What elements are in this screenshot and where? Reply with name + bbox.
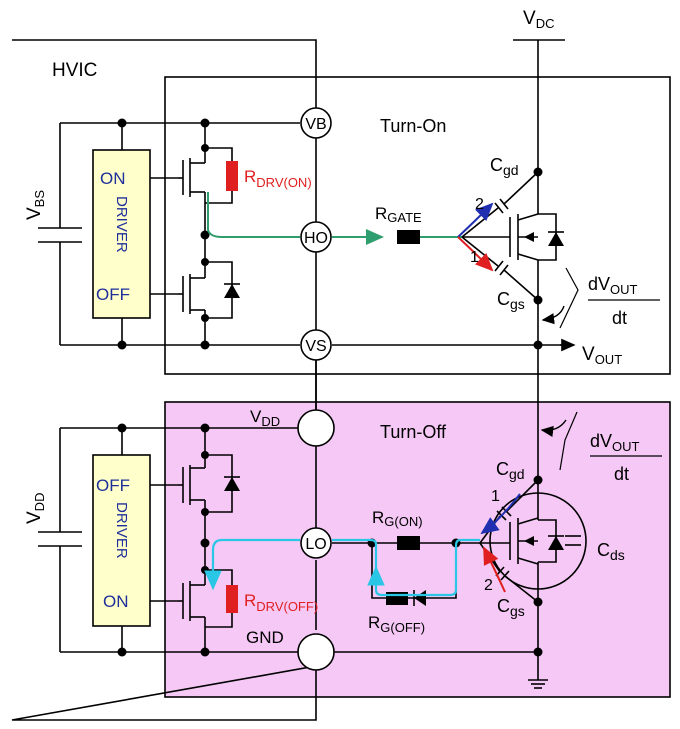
- bottom-driver-box: [92, 454, 151, 627]
- rgate-label: RGATE: [375, 204, 422, 225]
- bottom-driver-label: DRIVER: [113, 502, 130, 559]
- pin-vb-label: VB: [305, 116, 326, 133]
- pin-gnd: [297, 633, 335, 671]
- pin-vdd: [297, 409, 335, 447]
- cgd-bottom-label: Cgd: [496, 459, 525, 482]
- turn-off-label: Turn-Off: [380, 422, 447, 442]
- top-driver-off: OFF: [96, 285, 130, 304]
- bottom-path-2: 2: [484, 577, 493, 594]
- bottom-driver-off: OFF: [96, 476, 130, 495]
- rdrv-on-label: RDRV(ON): [244, 167, 312, 190]
- pin-ho: [300, 221, 332, 253]
- rdrv-on-resistor: [226, 161, 238, 191]
- pin-lo: [300, 527, 332, 559]
- rg-off-label: RG(OFF): [368, 613, 425, 635]
- cgd-top-label: Cgd: [490, 155, 519, 178]
- bottom-driver-on: ON: [103, 592, 129, 611]
- rdrv-off-label: RDRV(OFF): [244, 591, 318, 614]
- turn-on-current-path: [207, 192, 300, 238]
- dt-bottom-label: dt: [614, 464, 629, 484]
- top-driver-label: DRIVER: [113, 196, 130, 253]
- turn-off-current-path: [332, 538, 480, 597]
- vout-label: VOUT: [582, 344, 622, 367]
- pin-lo-label: LO: [305, 536, 326, 553]
- rg-on-label: RG(ON): [372, 508, 423, 529]
- cgs-top-label: Cgs: [497, 289, 525, 312]
- dvout-top-label: dVOUT: [588, 274, 638, 297]
- vbs-label: VBS: [24, 190, 47, 220]
- pin-ho-label: HO: [304, 230, 328, 247]
- pin-gnd-label: GND: [246, 628, 284, 647]
- turn-on-region: [164, 76, 671, 375]
- vdd-side-label: VDD: [24, 493, 47, 524]
- rg-on-resistor: [397, 536, 420, 550]
- dvout-bottom-label: dVOUT: [590, 431, 640, 454]
- cds-label: Cds: [597, 540, 625, 563]
- dt-top-label: dt: [612, 308, 627, 328]
- rgate-resistor: [397, 230, 420, 244]
- pin-vdd-label: VDD: [250, 407, 280, 429]
- turn-on-label: Turn-On: [380, 116, 446, 136]
- pin-vb: [300, 107, 332, 139]
- vdc-label: VDC: [523, 8, 554, 31]
- hvic-label: HVIC: [52, 60, 97, 81]
- top-path-2: 2: [475, 196, 484, 213]
- bottom-path-1: 1: [491, 488, 500, 505]
- top-driver-on: ON: [100, 169, 126, 188]
- cgs-bottom-label: Cgs: [497, 596, 525, 619]
- top-path-1: 1: [470, 249, 479, 266]
- rdrv-off-resistor: [226, 585, 238, 613]
- pin-vs-label: VS: [305, 338, 326, 355]
- top-driver-box: [92, 149, 151, 319]
